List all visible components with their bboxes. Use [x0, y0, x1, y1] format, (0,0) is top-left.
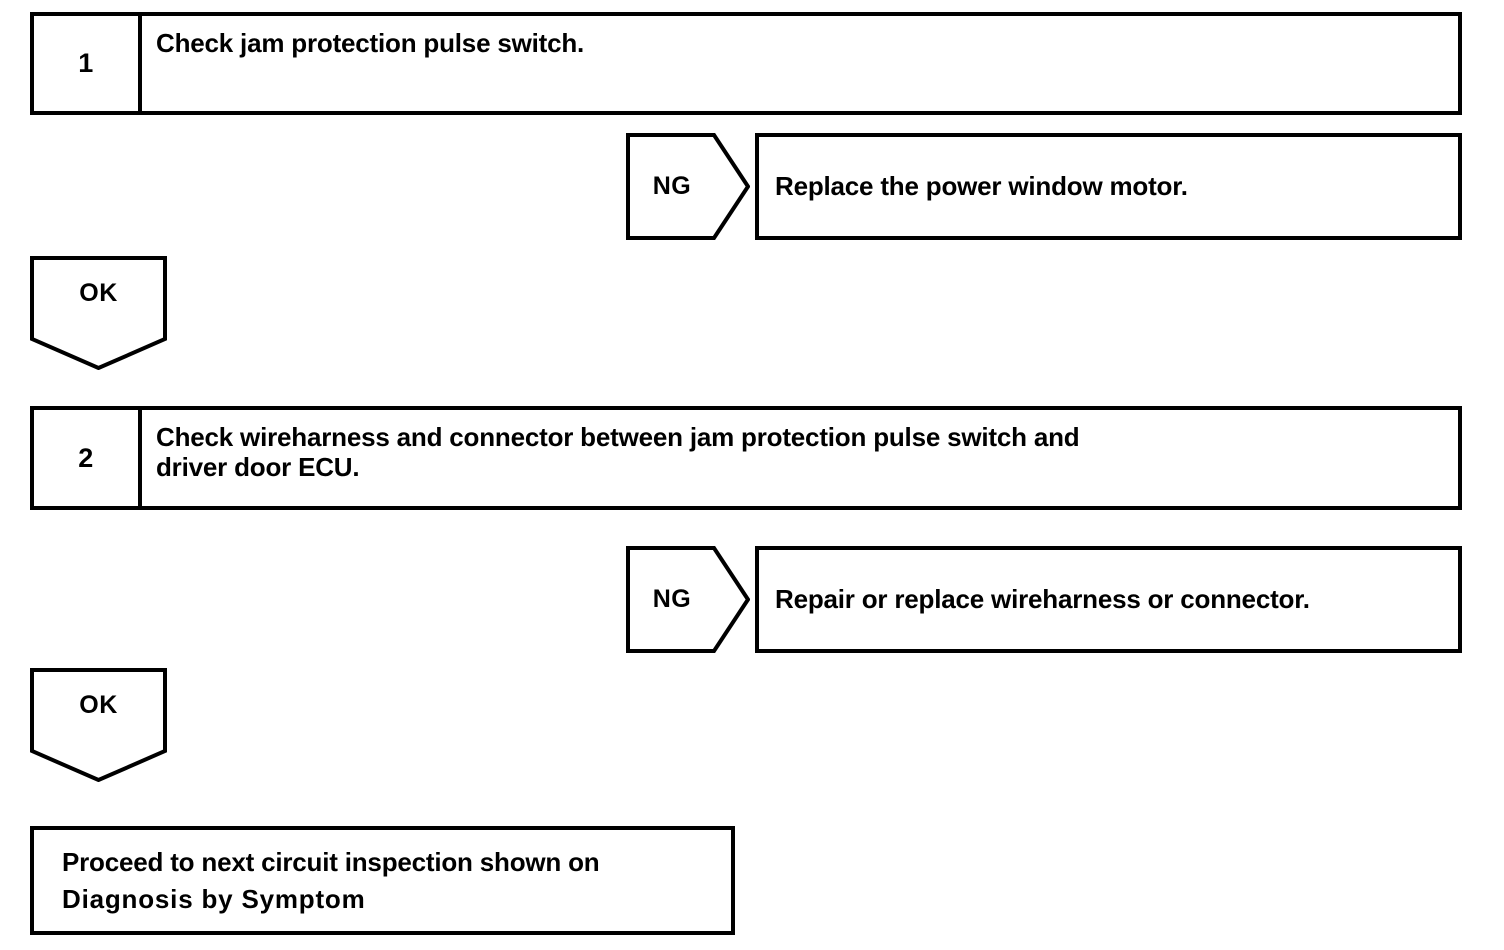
step-text-2-line2: driver door ECU.: [156, 452, 360, 483]
final-outcome-line1: Proceed to next circuit inspection shown…: [62, 847, 600, 877]
final-outcome-box[interactable]: Proceed to next circuit inspection shown…: [30, 826, 735, 935]
connector-tag-label-ok-2: OK: [79, 690, 118, 719]
pentagon-down-icon: [30, 668, 167, 782]
pentagon-right-icon: [626, 133, 750, 240]
step-box-2[interactable]: 2 Check wireharness and connector betwee…: [30, 406, 1462, 510]
branch-tag-label-ng-1: NG: [652, 172, 692, 200]
connector-tag-label-ok-1: OK: [79, 278, 118, 307]
final-outcome-line2: Diagnosis by Symptom: [62, 883, 366, 914]
connector-tag-ok-1: OK: [30, 256, 167, 370]
pentagon-down-icon: [30, 256, 167, 370]
branch-tag-label-ng-2: NG: [652, 585, 692, 613]
result-box-1[interactable]: Replace the power window motor.: [755, 133, 1462, 240]
step-number-1: 1: [34, 16, 142, 111]
result-box-2[interactable]: Repair or replace wireharness or connect…: [755, 546, 1462, 653]
pentagon-right-icon: [626, 546, 750, 653]
connector-tag-ok-2: OK: [30, 668, 167, 782]
step-text-2: Check wireharness and connector between …: [142, 410, 1458, 506]
step-text-2-line1: Check wireharness and connector between …: [156, 422, 1080, 452]
step-box-1[interactable]: 1 Check jam protection pulse switch.: [30, 12, 1462, 115]
step-text-1: Check jam protection pulse switch.: [156, 28, 585, 58]
step-number-2: 2: [34, 410, 142, 506]
branch-tag-ng-2: NG: [626, 546, 750, 653]
branch-tag-ng-1: NG: [626, 133, 750, 240]
